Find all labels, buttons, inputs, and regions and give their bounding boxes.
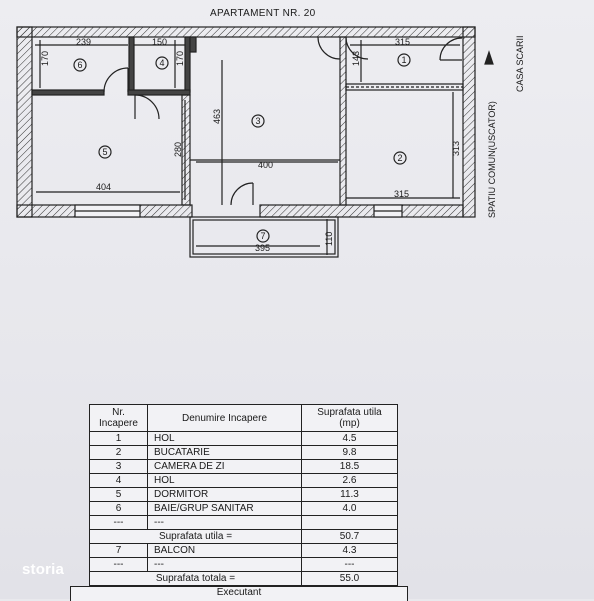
row-area: 11.3 xyxy=(301,487,398,502)
plan-title: APARTAMENT NR. 20 xyxy=(210,8,316,19)
row-area: 4.3 xyxy=(301,543,398,558)
table-row: 4 HOL 2.6 xyxy=(89,473,398,488)
dim-110: 110 xyxy=(324,232,334,246)
row-name: --- xyxy=(147,515,302,530)
room-number-7: 7 xyxy=(260,231,265,241)
header-name: Denumire Incapere xyxy=(147,404,302,432)
table-row: 3 CAMERA DE ZI 18.5 xyxy=(89,459,398,474)
dim-315-top: 315 xyxy=(395,37,410,47)
dim-170-b: 170 xyxy=(175,51,185,66)
row-area: 2.6 xyxy=(301,473,398,488)
table-row: 1 HOL 4.5 xyxy=(89,431,398,446)
row-nr: 5 xyxy=(89,487,148,502)
table-row: 2 BUCATARIE 9.8 xyxy=(89,445,398,460)
total-area-row: Suprafata totala = 55.0 xyxy=(89,571,398,586)
table-row: 6 BAIE/GRUP SANITAR 4.0 xyxy=(89,501,398,516)
row-nr: 1 xyxy=(89,431,148,446)
row-area: --- xyxy=(301,557,398,572)
row-name: BUCATARIE xyxy=(147,445,302,460)
row-nr: --- xyxy=(89,515,148,530)
useful-area-row: Suprafata utila = 50.7 xyxy=(89,529,398,544)
dim-463: 463 xyxy=(212,109,222,124)
row-name: HOL xyxy=(147,431,302,446)
room-number-4: 4 xyxy=(159,58,164,68)
row-name: CAMERA DE ZI xyxy=(147,459,302,474)
room-number-6: 6 xyxy=(77,60,82,70)
room-number-3: 3 xyxy=(255,116,260,126)
floor-plan-drawing: 239 150 315 404 315 400 395 170 170 143 … xyxy=(16,26,525,258)
dim-395: 395 xyxy=(255,243,270,253)
header-nr: Nr. Incapere xyxy=(89,404,148,432)
stair-label: CASA SCARII xyxy=(515,35,525,92)
total-area-label: Suprafata totala = xyxy=(89,571,302,586)
row-name: BAIE/GRUP SANITAR xyxy=(147,501,302,516)
dim-315-bottom: 315 xyxy=(394,189,409,199)
row-nr: 6 xyxy=(89,501,148,516)
room-number-2: 2 xyxy=(397,153,402,163)
row-area: 18.5 xyxy=(301,459,398,474)
dim-170-a: 170 xyxy=(40,51,50,66)
row-nr: 4 xyxy=(89,473,148,488)
room-number-5: 5 xyxy=(102,147,107,157)
header-area: Suprafata utila (mp) xyxy=(301,404,398,432)
rooms-table: Nr. Incapere Denumire Incapere Suprafata… xyxy=(89,404,398,586)
row-area: 9.8 xyxy=(301,445,398,460)
row-area xyxy=(301,515,398,530)
common-space-label: SPATIU COMUN(USCATOR) xyxy=(487,101,497,218)
table-row: 7 BALCON 4.3 xyxy=(89,543,398,558)
executant-box: Executant xyxy=(70,586,408,601)
dim-400: 400 xyxy=(258,160,273,170)
dim-404: 404 xyxy=(96,182,111,192)
table-row: 5 DORMITOR 11.3 xyxy=(89,487,398,502)
row-name: BALCON xyxy=(147,543,302,558)
storia-watermark: storia xyxy=(22,561,65,578)
table-header-row: Nr. Incapere Denumire Incapere Suprafata… xyxy=(89,404,398,432)
table-row: --- --- xyxy=(89,515,398,530)
row-nr: --- xyxy=(89,557,148,572)
table-row: --- --- --- xyxy=(89,557,398,572)
row-area: 4.5 xyxy=(301,431,398,446)
row-name: DORMITOR xyxy=(147,487,302,502)
dim-143: 143 xyxy=(351,51,361,66)
useful-area-label: Suprafata utila = xyxy=(89,529,302,544)
useful-area-value: 50.7 xyxy=(301,529,398,544)
room-number-1: 1 xyxy=(401,55,406,65)
row-area: 4.0 xyxy=(301,501,398,516)
dim-280: 280 xyxy=(173,142,183,157)
row-nr: 7 xyxy=(89,543,148,558)
row-nr: 3 xyxy=(89,459,148,474)
dim-150: 150 xyxy=(152,37,167,47)
dim-239: 239 xyxy=(76,37,91,47)
total-area-value: 55.0 xyxy=(301,571,398,586)
row-nr: 2 xyxy=(89,445,148,460)
row-name: HOL xyxy=(147,473,302,488)
row-name: --- xyxy=(147,557,302,572)
dim-313: 313 xyxy=(451,141,461,156)
